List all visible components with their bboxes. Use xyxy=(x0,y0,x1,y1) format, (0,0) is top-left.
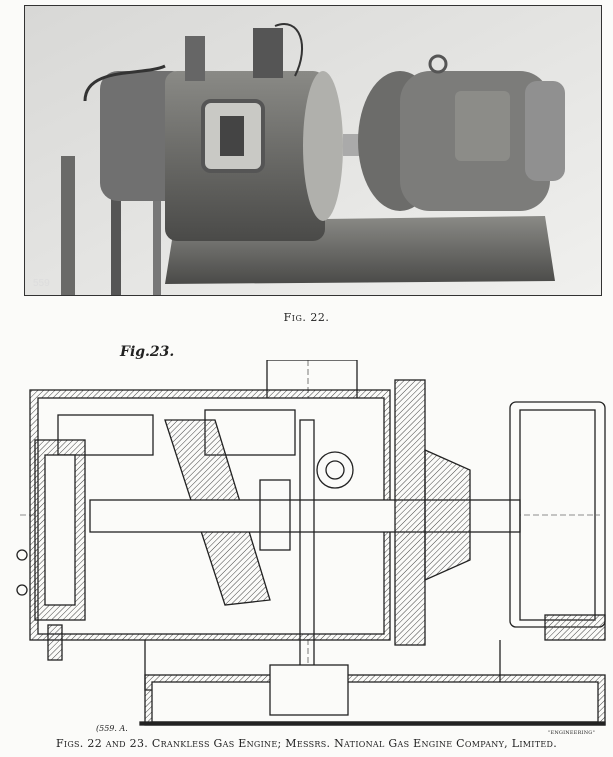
figure-22-label: Fig. 22. xyxy=(283,311,330,324)
figure-23-label: Fig.23. xyxy=(120,344,175,360)
drawing-number: (559. A. xyxy=(96,724,128,733)
engine-photograph: 559 xyxy=(24,5,602,296)
publisher-mark: "ENGINEERING" xyxy=(548,730,595,736)
figure-caption: Figs. 22 and 23. Crankless Gas Engine; M… xyxy=(55,737,558,750)
engine-photo-image xyxy=(25,6,601,295)
sectional-drawing xyxy=(16,360,606,726)
photo-plate-number: 559 xyxy=(33,278,50,289)
